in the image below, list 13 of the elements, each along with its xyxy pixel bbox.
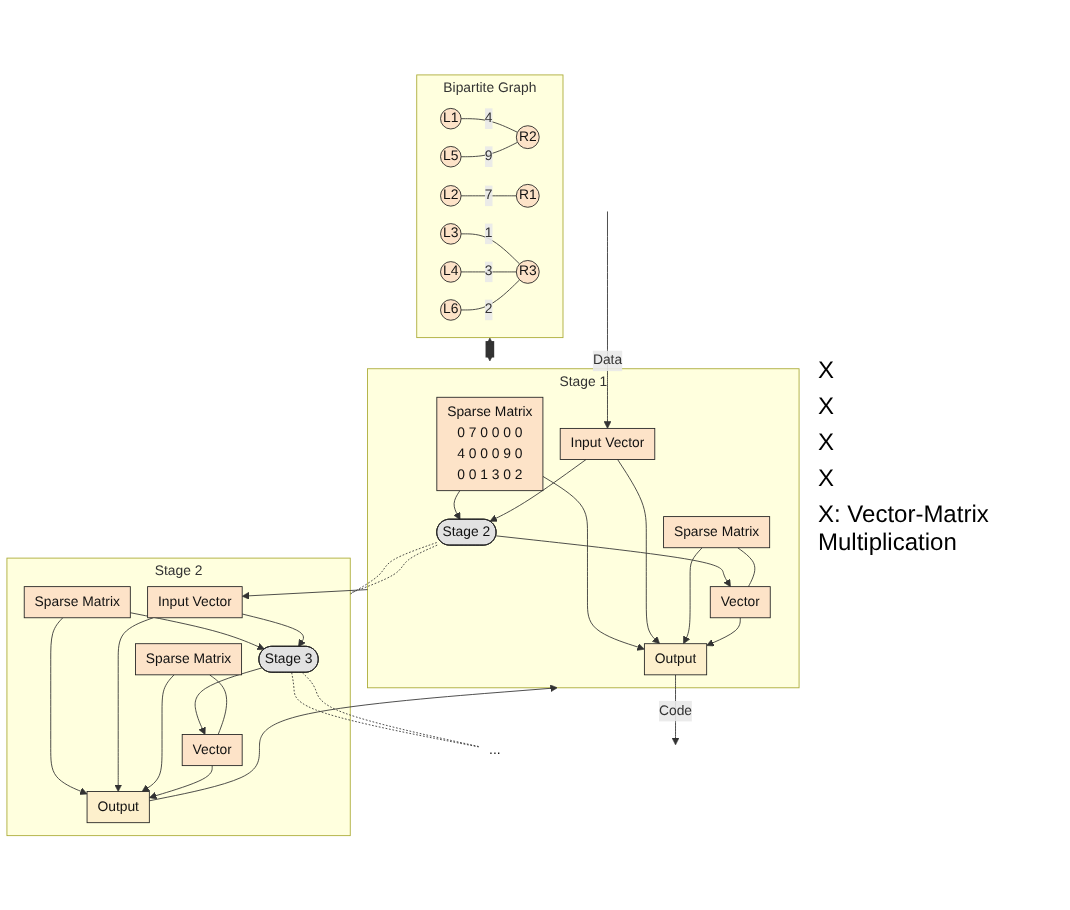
connector xyxy=(460,279,520,311)
note-text: X xyxy=(818,355,837,383)
note-text: X xyxy=(818,463,837,491)
note-text: X xyxy=(818,427,837,455)
note-text: X xyxy=(818,391,837,419)
note-text: X: Vector-Matrix Multiplication xyxy=(818,499,991,555)
connector xyxy=(460,233,520,265)
connector xyxy=(460,271,517,273)
connector xyxy=(460,195,517,196)
connector xyxy=(460,117,518,133)
connector xyxy=(460,141,518,157)
connector xyxy=(737,547,756,587)
connector xyxy=(209,674,228,735)
